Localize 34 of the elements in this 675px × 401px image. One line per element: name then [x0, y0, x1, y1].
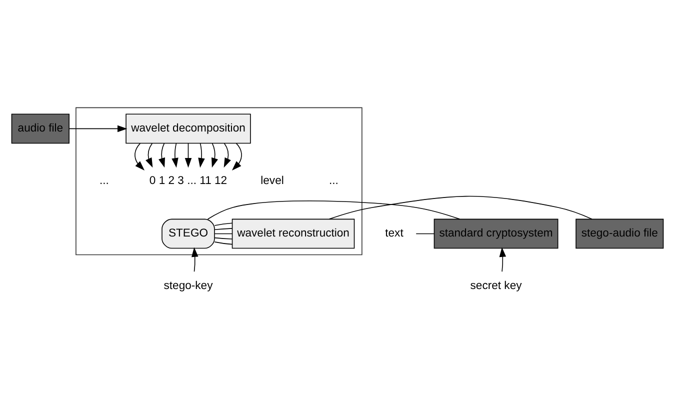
node-text: 0 1 2 3 ... 11 12 [149, 174, 228, 187]
node-box: STEGO [162, 218, 215, 248]
connector [214, 222, 233, 226]
node-text: secret key [470, 280, 522, 292]
label: level [260, 174, 284, 187]
arrow [146, 142, 153, 168]
node-box: standard cryptosystem [434, 218, 558, 248]
arrow [499, 246, 506, 272]
node-text: stego-key [164, 280, 213, 292]
label: ... [328, 174, 338, 187]
arrow [192, 246, 198, 272]
arrow [68, 124, 128, 132]
connector [328, 195, 592, 219]
connector [214, 228, 233, 230]
node-box: wavelet decomposition [126, 113, 251, 144]
node-box: audio file [11, 113, 70, 144]
arrow [184, 142, 192, 168]
label: ... [100, 174, 109, 187]
connector [207, 200, 460, 220]
arrow [224, 142, 231, 168]
arrow [158, 142, 165, 168]
node-box: stego-audio file [576, 218, 664, 248]
arrow [172, 142, 178, 168]
arrow [134, 142, 145, 170]
connector [214, 241, 233, 244]
connector [214, 232, 233, 234]
connector [214, 236, 233, 239]
cluster [76, 106, 362, 255]
node-box: wavelet reconstruction [232, 218, 355, 248]
arrow [232, 142, 242, 170]
arrow [198, 142, 205, 168]
node-text: text [385, 227, 404, 240]
arrow [212, 142, 218, 168]
connector [416, 232, 435, 234]
